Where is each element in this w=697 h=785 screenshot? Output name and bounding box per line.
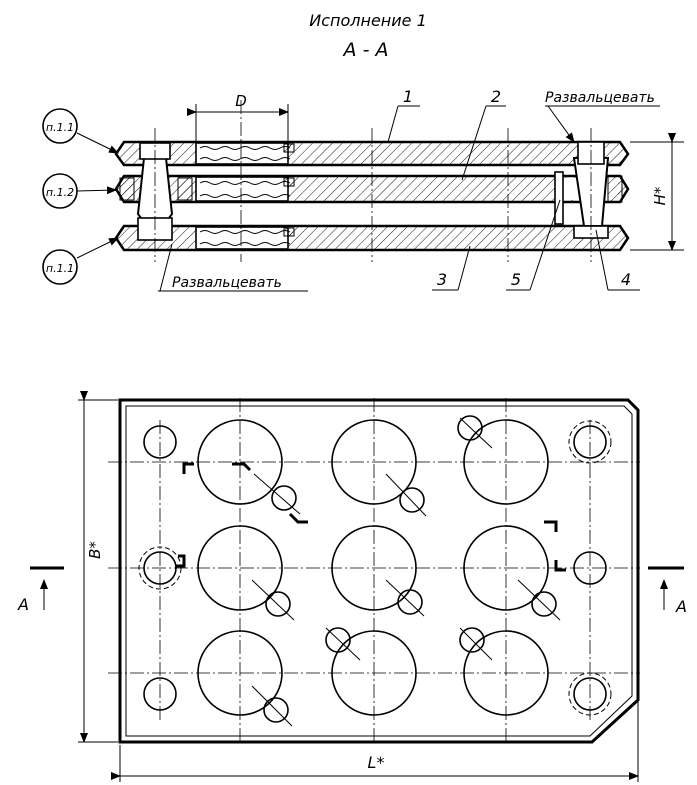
callout-2: п.1.2 (42, 173, 117, 209)
svg-text:п.1.1: п.1.1 (46, 121, 74, 134)
section-title: А - А (342, 39, 389, 61)
svg-text:п.1.2: п.1.2 (46, 186, 74, 199)
pin-hole (573, 677, 607, 711)
plan-view: А А B* L* (17, 391, 687, 782)
section-mark-right: А (675, 597, 687, 616)
callout-3: п.1.1 (42, 237, 119, 285)
guide-bushing-5 (554, 171, 564, 225)
svg-text:3: 3 (437, 270, 447, 289)
dimension-h-label: H* (651, 186, 669, 205)
plate-outline (118, 398, 640, 744)
part-number-4: 4 (595, 229, 640, 291)
dimension-b-label: B* (86, 541, 104, 559)
dimension-l-label: L* (368, 753, 385, 772)
section-mark-left: А (17, 595, 29, 614)
note-bottom: Развальцевать (172, 275, 282, 291)
bore-r1c2 (331, 419, 427, 517)
bore-r2c3 (463, 525, 561, 621)
part-number-5: 5 (506, 199, 561, 291)
bore-r1c1 (197, 419, 301, 515)
note-top: Развальцевать (545, 90, 655, 106)
part-number-2: 2 (461, 87, 506, 181)
svg-text:5: 5 (511, 270, 521, 289)
bore-r3c3 (459, 627, 549, 716)
bore-r2c1 (197, 525, 295, 621)
bore-r3c2 (325, 627, 417, 716)
pin-hole (573, 425, 607, 459)
bore-r2c2 (331, 525, 425, 617)
variant-title: Исполнение 1 (309, 11, 427, 30)
svg-text:1: 1 (403, 87, 413, 106)
callout-1: п.1.1 (42, 108, 119, 154)
part-number-3: 3 (432, 245, 471, 291)
pin-hole (573, 551, 607, 585)
section-view: D H* п.1.1 п.1.2 п.1.1 Развальцевать Раз… (42, 87, 684, 292)
dimension-d-label: D (235, 92, 247, 110)
part-number-1: 1 (387, 87, 420, 143)
pin-hole (143, 677, 177, 711)
svg-text:п.1.1: п.1.1 (46, 262, 74, 275)
bore-r3c1 (197, 630, 293, 727)
bore-r1c3 (457, 415, 549, 505)
svg-text:2: 2 (491, 87, 501, 106)
pin-hole (143, 425, 177, 459)
svg-text:4: 4 (621, 270, 631, 289)
pin-hole (143, 551, 177, 585)
